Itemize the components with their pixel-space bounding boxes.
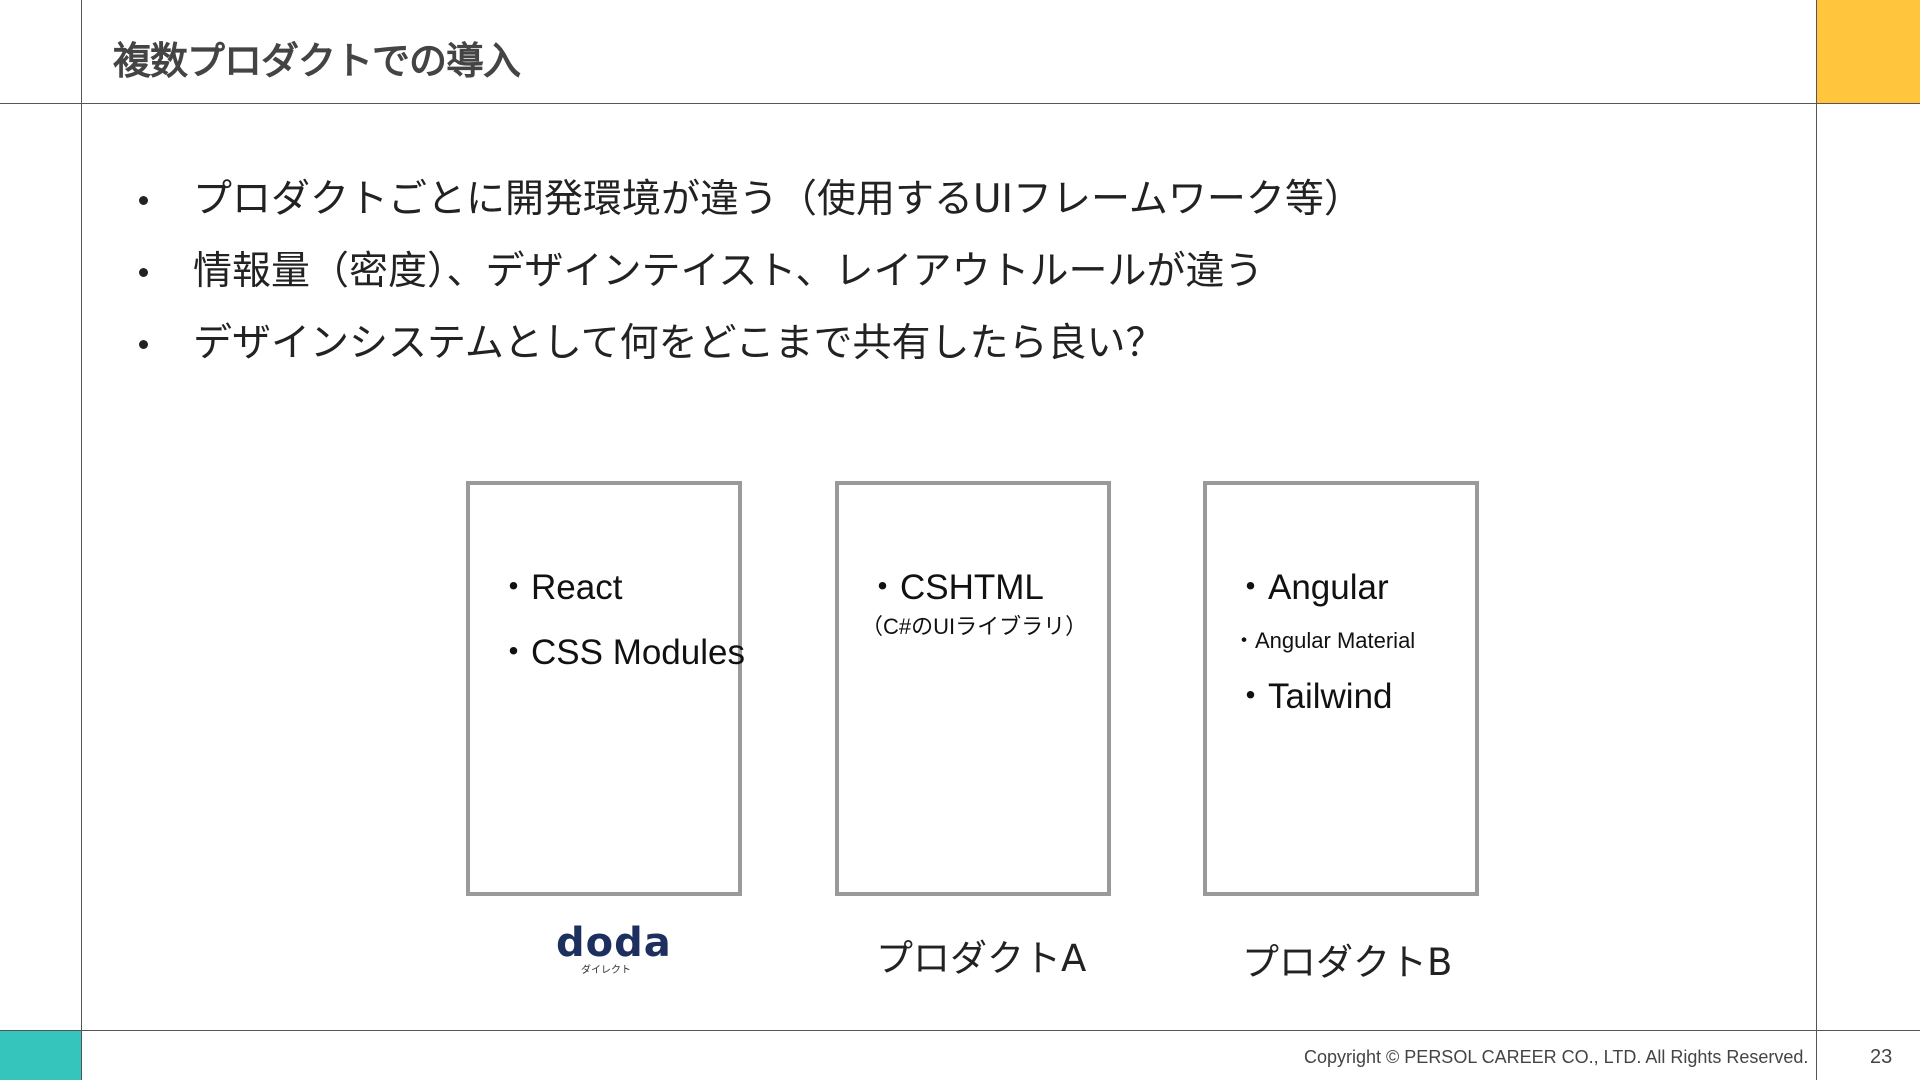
- product-card-doda: ・React ・CSS Modules: [466, 481, 745, 896]
- bullet-text: デザインシステムとして何をどこまで共有したら良い？: [193, 321, 1165, 366]
- bullet-text: 情報量（密度）、デザインテイスト、レイアウトルールが違う: [193, 249, 1264, 294]
- accent-block-top-right: [1817, 0, 1920, 103]
- tech-list: ・CSHTML （C#のUIライブラリ）: [861, 567, 1087, 662]
- tech-list: ・React ・CSS Modules: [496, 567, 745, 697]
- accent-block-bottom-left: [0, 1031, 81, 1080]
- tech-list: ・Angular ・Angular Material ・Tailwind: [1233, 567, 1415, 741]
- tech-note: （C#のUIライブラリ）: [861, 614, 1088, 639]
- bullet-dot: [139, 268, 148, 277]
- slide-title: 複数プロダクトでの導入: [113, 39, 521, 83]
- doda-direct-logo: doda ダイレクト: [556, 920, 672, 981]
- tech-item: ・Angular: [1233, 568, 1389, 607]
- left-margin-line: [81, 0, 82, 1080]
- product-a-caption: プロダクトA: [876, 937, 1087, 980]
- copyright-text: Copyright © PERSOL CAREER CO., LTD. All …: [1304, 1047, 1809, 1067]
- tech-item: ・Angular Material: [1233, 628, 1416, 653]
- bullet-text: プロダクトごとに開発環境が違う（使用するUIフレームワーク等）: [193, 177, 1363, 222]
- header-divider: [0, 103, 1920, 104]
- bullet-dot: [139, 340, 148, 349]
- bullet-dot: [139, 196, 148, 205]
- product-card-a: ・CSHTML （C#のUIライブラリ）: [835, 481, 1111, 896]
- tech-item: ・CSHTML: [865, 568, 1044, 607]
- product-card-b: ・Angular ・Angular Material ・Tailwind: [1203, 481, 1479, 896]
- bullet-item: プロダクトごとに開発環境が違う（使用するUIフレームワーク等）: [135, 168, 1363, 240]
- logo-wordmark: doda: [556, 920, 672, 966]
- page-number: 23: [1870, 1046, 1893, 1068]
- bullet-item: 情報量（密度）、デザインテイスト、レイアウトルールが違う: [135, 240, 1363, 312]
- right-margin-line: [1816, 0, 1817, 1080]
- tech-item: ・React: [496, 568, 623, 607]
- product-b-caption: プロダクトB: [1242, 941, 1453, 984]
- bullet-item: デザインシステムとして何をどこまで共有したら良い？: [135, 312, 1363, 384]
- logo-subtitle: ダイレクト: [581, 965, 631, 976]
- footer-divider: [0, 1030, 1920, 1031]
- tech-item: ・Tailwind: [1233, 677, 1393, 716]
- tech-item: ・CSS Modules: [496, 633, 745, 672]
- bullet-list: プロダクトごとに開発環境が違う（使用するUIフレームワーク等） 情報量（密度）、…: [135, 168, 1363, 384]
